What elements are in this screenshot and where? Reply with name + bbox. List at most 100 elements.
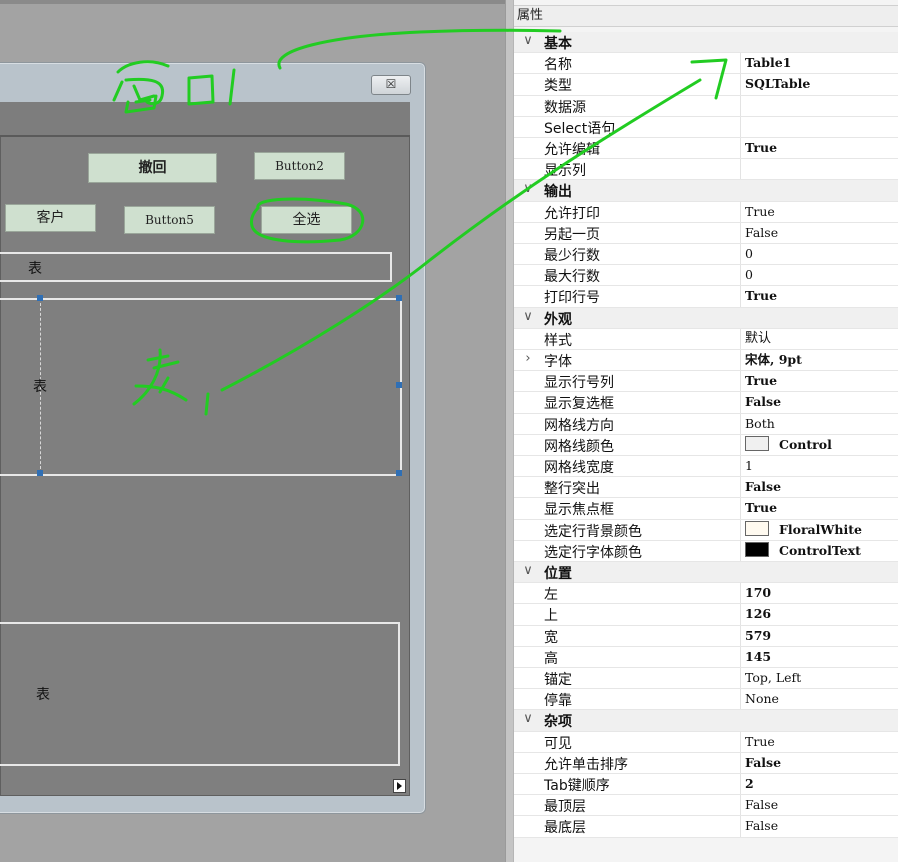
scroll-right-icon[interactable]	[393, 779, 406, 793]
property-value[interactable]: False	[740, 477, 898, 498]
property-value[interactable]	[740, 95, 898, 116]
property-value[interactable]: Top, Left	[740, 668, 898, 689]
select-all-button[interactable]: 全选	[261, 206, 352, 234]
property-value[interactable]: 0	[740, 244, 898, 265]
property-value[interactable]: False	[740, 752, 898, 773]
resize-handle-bottom-right[interactable]	[396, 470, 402, 476]
property-value[interactable]: True	[740, 731, 898, 752]
close-icon[interactable]: ☒	[371, 75, 411, 95]
property-value[interactable]: Both	[740, 413, 898, 434]
resize-handle-right[interactable]	[396, 382, 402, 388]
property-value[interactable]: 0	[740, 265, 898, 286]
property-value[interactable]: 145	[740, 646, 898, 667]
property-row[interactable]: 类型 SQLTable	[514, 74, 898, 96]
resize-handle-top[interactable]	[37, 295, 43, 301]
form-designer-surface[interactable]: ☒ 撤回 Button2 客户 Button5 全选 表 表 表	[0, 0, 505, 862]
property-row[interactable]: 样式默认	[514, 328, 898, 350]
property-value[interactable]: False	[740, 795, 898, 816]
property-value-text: SQLTable	[745, 76, 811, 92]
property-value[interactable]: False	[740, 816, 898, 837]
property-value[interactable]: Control	[740, 434, 898, 455]
property-row[interactable]: 网格线颜色 Control	[514, 434, 898, 456]
property-value[interactable]: Table1	[740, 53, 898, 74]
table-bottom[interactable]	[0, 622, 400, 766]
property-value[interactable]: 宋体, 9pt	[740, 350, 898, 371]
category-row[interactable]: ∨杂项	[514, 710, 898, 732]
property-value[interactable]: FloralWhite	[740, 519, 898, 540]
property-value[interactable]: SQLTable	[740, 74, 898, 95]
property-value[interactable]: 1	[740, 456, 898, 477]
chevron-right-icon[interactable]: ›	[525, 351, 531, 366]
category-row[interactable]: ∨位置	[514, 562, 898, 584]
chevron-down-icon[interactable]: ∨	[523, 308, 533, 324]
property-value[interactable]: None	[740, 689, 898, 710]
property-value[interactable]: True	[740, 498, 898, 519]
property-value[interactable]: True	[740, 286, 898, 307]
button2[interactable]: Button2	[254, 152, 345, 180]
chevron-down-icon[interactable]: ∨	[523, 181, 533, 197]
property-value[interactable]: True	[740, 201, 898, 222]
undo-button[interactable]: 撤回	[88, 153, 217, 183]
table-middle-selected[interactable]	[0, 298, 402, 476]
resize-handle-bottom[interactable]	[37, 470, 43, 476]
property-row[interactable]: 显示列	[514, 159, 898, 181]
property-value[interactable]: True	[740, 138, 898, 159]
resize-handle-top-right[interactable]	[396, 295, 402, 301]
property-value[interactable]: True	[740, 371, 898, 392]
property-value[interactable]	[740, 116, 898, 137]
property-value[interactable]: 170	[740, 583, 898, 604]
property-value-text: Both	[745, 415, 775, 431]
panel-splitter[interactable]	[505, 0, 513, 862]
table-top[interactable]	[0, 252, 392, 282]
property-value[interactable]	[740, 159, 898, 180]
property-row[interactable]: 数据源	[514, 95, 898, 117]
category-row[interactable]: ∨基本	[514, 32, 898, 54]
customer-button[interactable]: 客户	[5, 204, 96, 232]
property-name: 类型	[544, 78, 572, 95]
property-name: 网格线颜色	[544, 438, 614, 455]
property-value[interactable]: 126	[740, 604, 898, 625]
button5[interactable]: Button5	[124, 206, 215, 234]
property-value-text: True	[745, 203, 775, 219]
property-value[interactable]: 579	[740, 625, 898, 646]
chevron-down-icon[interactable]: ∨	[523, 563, 533, 578]
category-row[interactable]: ∨外观	[514, 307, 898, 329]
chevron-down-icon[interactable]: ∨	[523, 33, 533, 48]
property-value[interactable]: ControlText	[740, 540, 898, 561]
property-value[interactable]: False	[740, 392, 898, 413]
category-row[interactable]: ∨输出	[514, 180, 898, 202]
chevron-down-icon[interactable]: ∨	[523, 711, 533, 727]
property-value[interactable]: 默认	[740, 328, 898, 349]
property-value[interactable]: 2	[740, 774, 898, 795]
property-row[interactable]: Select语句	[514, 116, 898, 138]
property-row[interactable]: ›字体宋体, 9pt	[514, 350, 898, 372]
property-value[interactable]: False	[740, 222, 898, 243]
